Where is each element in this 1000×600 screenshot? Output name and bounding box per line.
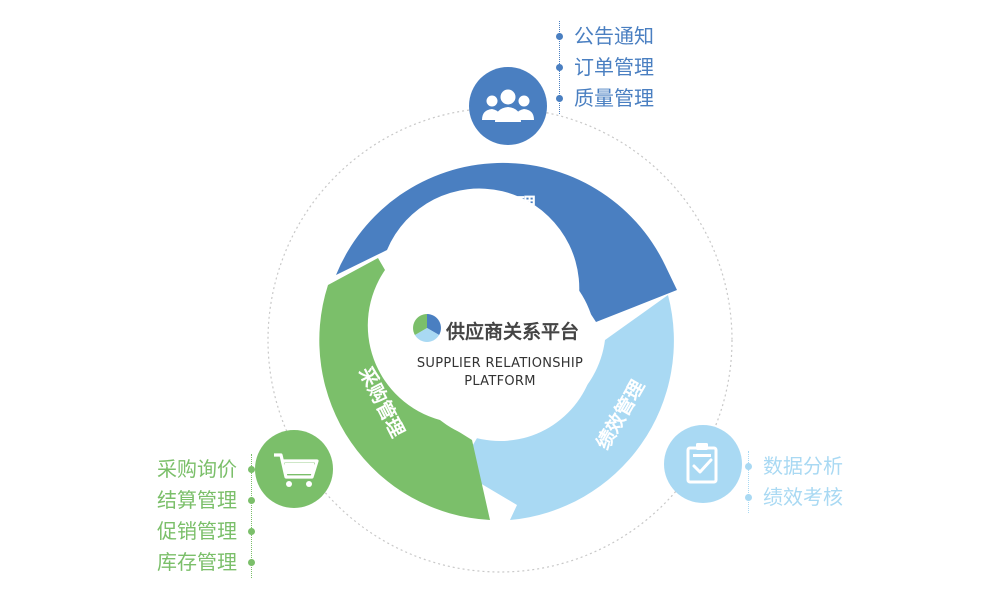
feature-item: 结算管理	[150, 485, 255, 516]
collaboration-badge	[469, 67, 547, 145]
procurement-feature-list: 采购询价 结算管理 促销管理 库存管理	[150, 454, 255, 578]
bullet-dot	[248, 497, 255, 504]
feature-item: 质量管理	[556, 83, 654, 114]
bullet-dot	[556, 33, 563, 40]
feature-label: 订单管理	[574, 55, 654, 79]
bullet-dot	[745, 463, 752, 470]
feature-label: 绩效考核	[763, 485, 843, 509]
feature-connector-line	[748, 451, 749, 513]
feature-item: 数据分析	[745, 451, 843, 482]
bullet-dot	[248, 528, 255, 535]
feature-item: 促销管理	[150, 516, 255, 547]
people-group-icon	[482, 89, 534, 122]
feature-label: 采购询价	[157, 457, 237, 481]
feature-label: 数据分析	[763, 454, 843, 478]
platform-title: 供应商关系平台	[446, 321, 580, 343]
bullet-dot	[745, 494, 752, 501]
collaboration-label: 协同管理	[460, 193, 536, 216]
bullet-dot	[556, 64, 563, 71]
outer-orbit-ring	[267, 107, 733, 573]
performance-feature-list: 数据分析 绩效考核	[745, 451, 843, 513]
feature-item: 库存管理	[150, 547, 255, 578]
collaboration-arrow-segment	[336, 162, 677, 322]
procurement-arrow-segment	[319, 258, 490, 520]
feature-label: 结算管理	[157, 488, 237, 512]
platform-title-wrap: 供应商关系平台	[420, 313, 620, 349]
feature-item: 订单管理	[556, 52, 654, 83]
feature-item: 采购询价	[150, 454, 255, 485]
bullet-dot	[556, 95, 563, 102]
bullet-dot	[248, 466, 255, 473]
feature-item: 绩效考核	[745, 482, 843, 513]
platform-subtitle-line2: PLATFORM	[464, 374, 536, 389]
feature-connector-line	[251, 454, 252, 578]
collaboration-feature-list: 公告通知 订单管理 质量管理	[556, 21, 654, 114]
shopping-cart-icon	[274, 453, 319, 487]
feature-item: 公告通知	[556, 21, 654, 52]
feature-label: 促销管理	[157, 519, 237, 543]
center-disc	[404, 249, 596, 441]
bullet-dot	[248, 559, 255, 566]
feature-label: 库存管理	[157, 550, 237, 574]
clipboard-check-icon	[686, 443, 718, 484]
feature-label: 公告通知	[574, 24, 654, 48]
feature-label: 质量管理	[574, 86, 654, 110]
performance-badge	[664, 425, 742, 503]
platform-subtitle-line1: SUPPLIER RELATIONSHIP	[416, 356, 584, 371]
platform-pie-logo	[413, 314, 441, 342]
